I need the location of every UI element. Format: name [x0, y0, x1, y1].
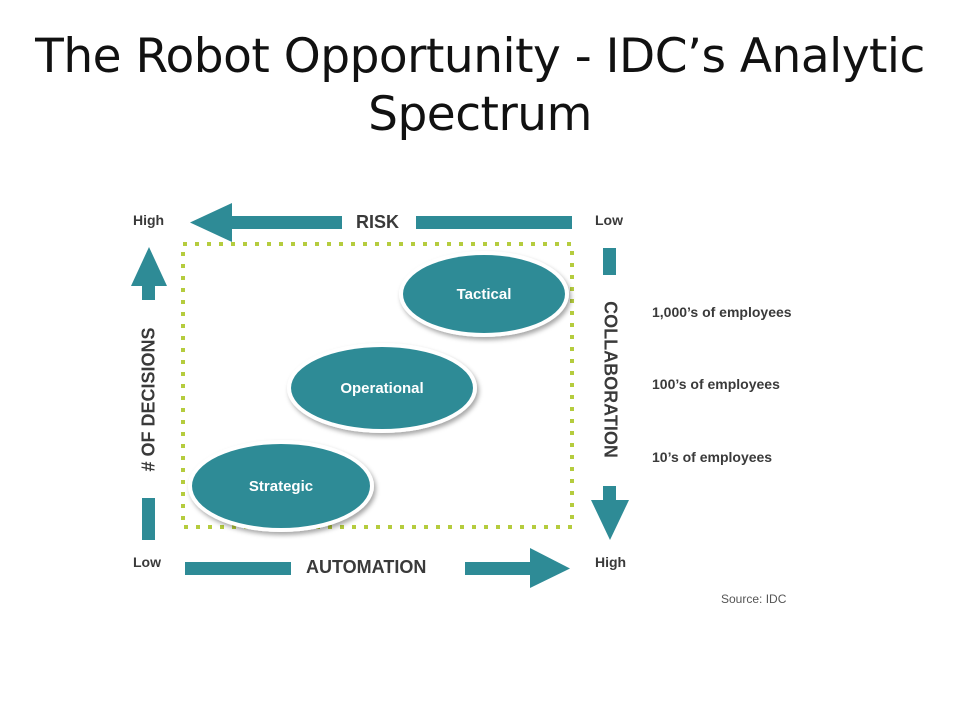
tactical-label: Tactical [457, 286, 512, 303]
automation-arrow-left-segment [185, 562, 291, 575]
risk-arrow-head [190, 203, 232, 242]
strategic-label: Strategic [249, 478, 313, 495]
dotted-frame [181, 242, 574, 529]
decisions-arrow-shaft [142, 286, 155, 300]
operational-node [287, 343, 477, 433]
tactical-node [399, 251, 569, 337]
risk-label: RISK [356, 212, 400, 232]
automation-arrow-shaft [465, 562, 530, 575]
source-note: Source: IDC [721, 592, 787, 606]
employees-thousands: 1,000’s of employees [652, 304, 792, 320]
automation-high-label: High [595, 554, 627, 570]
automation-label: AUTOMATION [306, 557, 427, 577]
automation-arrow-head [530, 548, 570, 588]
slide-title: The Robot Opportunity - IDC’s Analytic S… [35, 29, 925, 142]
decisions-arrow-bottom-segment [142, 498, 155, 540]
employees-tens: 10’s of employees [652, 449, 773, 465]
collaboration-arrow-shaft [603, 486, 616, 500]
collaboration-arrow-top-segment [603, 248, 616, 275]
collaboration-label: COLLABORATION [600, 301, 621, 458]
risk-arrow-shaft [232, 216, 342, 229]
strategic-node [188, 440, 374, 532]
risk-high-label: High [133, 212, 165, 228]
decisions-label: # OF DECISIONS [138, 327, 159, 472]
operational-label: Operational [340, 380, 423, 397]
risk-arrow-right-segment [416, 216, 572, 229]
automation-low-label: Low [133, 554, 161, 570]
collaboration-arrow-head [591, 500, 629, 540]
risk-low-label: Low [595, 212, 623, 228]
employees-hundreds: 100’s of employees [652, 376, 780, 392]
decisions-arrow-head [131, 247, 167, 286]
